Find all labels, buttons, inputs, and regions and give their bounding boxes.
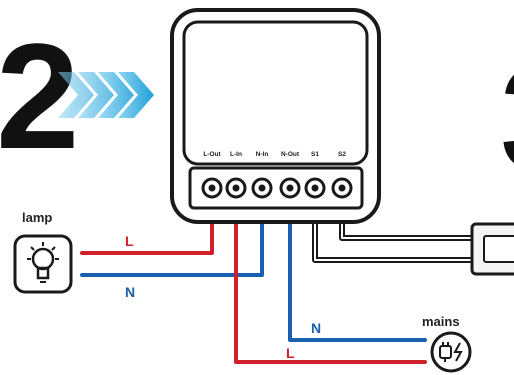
smart-relay-device: L-Out L-In N-In N-Out S1 S2 (170, 8, 381, 224)
terminal-screw-center (208, 184, 216, 192)
terminal-label: N-In (256, 151, 269, 158)
terminal-screw-center (232, 184, 240, 192)
lamp-neutral-label: N (125, 284, 135, 300)
lamp-block: lamp (13, 210, 73, 294)
wire-mains-live (234, 183, 427, 364)
lamp-label: lamp (22, 210, 52, 225)
power-plug-icon (430, 331, 472, 373)
wall-switch-icon (470, 222, 514, 276)
mains-live-label: L (286, 345, 295, 361)
terminal-label: L-In (230, 151, 242, 158)
terminal-label: L-Out (203, 151, 221, 158)
terminal-screw-center (258, 184, 266, 192)
terminal-screw-center (338, 184, 346, 192)
wire-mains-neutral (288, 183, 427, 342)
step-number: 2 (0, 12, 79, 180)
mains-neutral-label: N (311, 320, 321, 336)
progress-arrows-icon (58, 72, 154, 118)
mains-label: mains (422, 314, 460, 329)
terminal-screw-center (311, 184, 319, 192)
lightbulb-icon (13, 234, 73, 294)
terminal-label: N-Out (281, 151, 300, 158)
lamp-live-label: L (125, 233, 134, 249)
next-step-number: 3 (500, 34, 514, 202)
terminal-label: S1 (311, 151, 319, 158)
terminal-screw-center (286, 184, 294, 192)
terminal-label: S2 (338, 151, 346, 158)
mains-block: mains (422, 314, 472, 373)
